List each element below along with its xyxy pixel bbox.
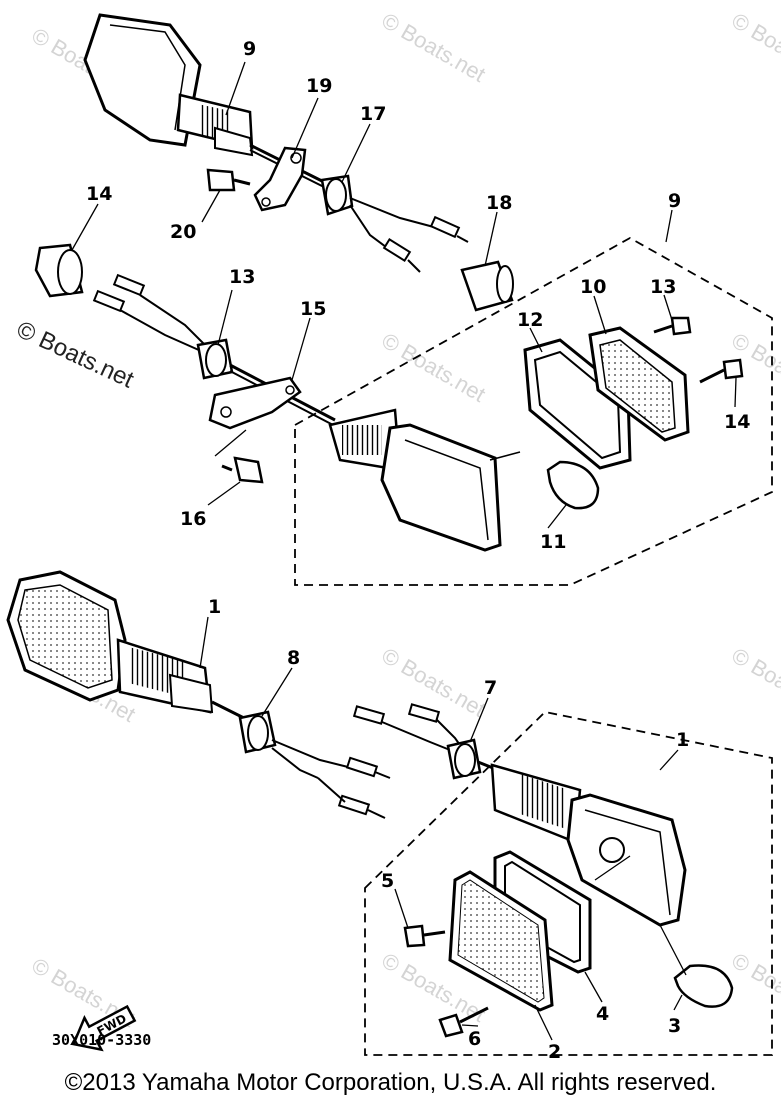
callout-9: 9 [243, 38, 256, 60]
assembly-outline-lower [364, 711, 773, 1056]
callout-14: 14 [724, 411, 750, 433]
leader-lines [71, 61, 737, 1041]
watermark-strong: © Boats.net [12, 316, 138, 394]
callout-5: 5 [381, 870, 394, 892]
bulb [673, 964, 734, 1008]
bulb [546, 460, 600, 510]
callout-10: 10 [580, 276, 606, 298]
callout-19: 17 [360, 103, 386, 125]
watermark: © Boats.net [728, 948, 781, 1027]
bracket [208, 376, 302, 430]
callout-2: 2 [548, 1041, 561, 1060]
watermark: © Boats.net [728, 8, 781, 87]
callout-4: 4 [596, 1003, 609, 1025]
callout-17: 15 [300, 298, 326, 320]
callout-15: 13 [229, 266, 255, 288]
flasher-lens-housing [380, 423, 502, 552]
parts-diagram: © Boats.net © Boats.net © Boats.net © Bo… [6, 8, 781, 1060]
callout-9-assembly: 9 [668, 190, 681, 212]
flasher-assembly-bottom [6, 570, 734, 1038]
watermark: © Boats.net [378, 8, 490, 87]
bolt [206, 168, 236, 192]
screw [722, 358, 744, 380]
flasher-assembly-middle [34, 243, 744, 552]
flasher-lens-housing [83, 13, 202, 147]
screw [403, 924, 426, 948]
flasher-assembly-top [83, 13, 514, 312]
screw [438, 1013, 464, 1038]
callout-16: 14 [86, 183, 112, 205]
copyright-notice: ©2013 Yamaha Motor Corporation, U.S.A. A… [64, 1069, 717, 1096]
callout-18: 16 [180, 508, 206, 530]
callout-13: 13 [650, 276, 676, 298]
callout-1: 1 [208, 596, 221, 618]
callout-7: 7 [484, 677, 497, 699]
screw [670, 316, 692, 336]
watermark: © Boats.net [728, 643, 781, 722]
callout-12: 12 [517, 309, 543, 331]
callout-6: 6 [468, 1028, 481, 1050]
callout-11: 11 [540, 531, 566, 553]
bolt [233, 456, 264, 484]
callout-22: 20 [170, 221, 196, 243]
callout-labels: 9 19 17 20 18 14 13 15 16 9 12 10 13 14 … [86, 38, 750, 1060]
bracket [253, 146, 307, 212]
watermark: © Boats.net [378, 328, 490, 407]
callout-21: 19 [306, 75, 332, 97]
callout-1-assembly: 1 [676, 729, 689, 751]
diagram-code: 30X010-3330 [52, 1031, 151, 1049]
callout-8: 8 [287, 647, 300, 669]
assembly-outline-upper [294, 236, 773, 586]
callout-3: 3 [668, 1015, 681, 1037]
callout-20: 18 [486, 192, 512, 214]
flasher-lens-housing [566, 793, 687, 927]
